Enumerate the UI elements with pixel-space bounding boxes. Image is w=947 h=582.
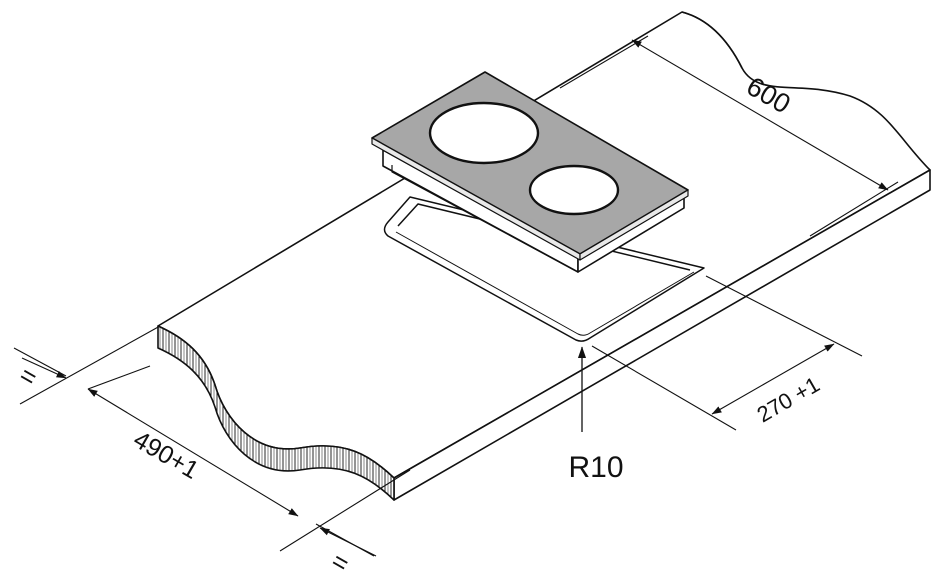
equal-mark-bottom: = bbox=[326, 545, 354, 579]
hob-glass-side-edge bbox=[579, 189, 689, 261]
dim-270-ext-1 bbox=[705, 275, 863, 357]
dim-490-ext-1 bbox=[19, 325, 161, 405]
cooking-zone-small bbox=[528, 164, 620, 216]
countertop bbox=[157, 11, 931, 501]
dimension-490 bbox=[13, 325, 411, 557]
radius-label: R10 bbox=[568, 451, 623, 484]
dim-eq-left-line bbox=[21, 357, 67, 379]
dim-eq-left-inner bbox=[87, 365, 151, 390]
dim-490-label: 490+1 bbox=[129, 425, 204, 484]
dim-600-line bbox=[631, 39, 889, 191]
dim-270-line bbox=[711, 343, 835, 415]
hob-appliance bbox=[371, 71, 689, 273]
dim-490-ext-2 bbox=[279, 469, 411, 552]
dim-490-line bbox=[87, 388, 299, 517]
dim-270-ext-2 bbox=[591, 345, 737, 431]
dim-eq-bottom-line bbox=[319, 527, 377, 557]
dimension-600 bbox=[559, 35, 899, 237]
cutout-outline bbox=[383, 196, 705, 342]
dim-270-label: 270 +1 bbox=[753, 372, 824, 428]
cutout-rim bbox=[395, 231, 695, 336]
equal-mark-left: = bbox=[14, 359, 42, 393]
dimension-270 bbox=[591, 275, 863, 431]
dim-600-ext-2 bbox=[809, 181, 899, 237]
cooking-zone-large bbox=[428, 101, 540, 165]
hob-body-underside bbox=[391, 165, 575, 271]
